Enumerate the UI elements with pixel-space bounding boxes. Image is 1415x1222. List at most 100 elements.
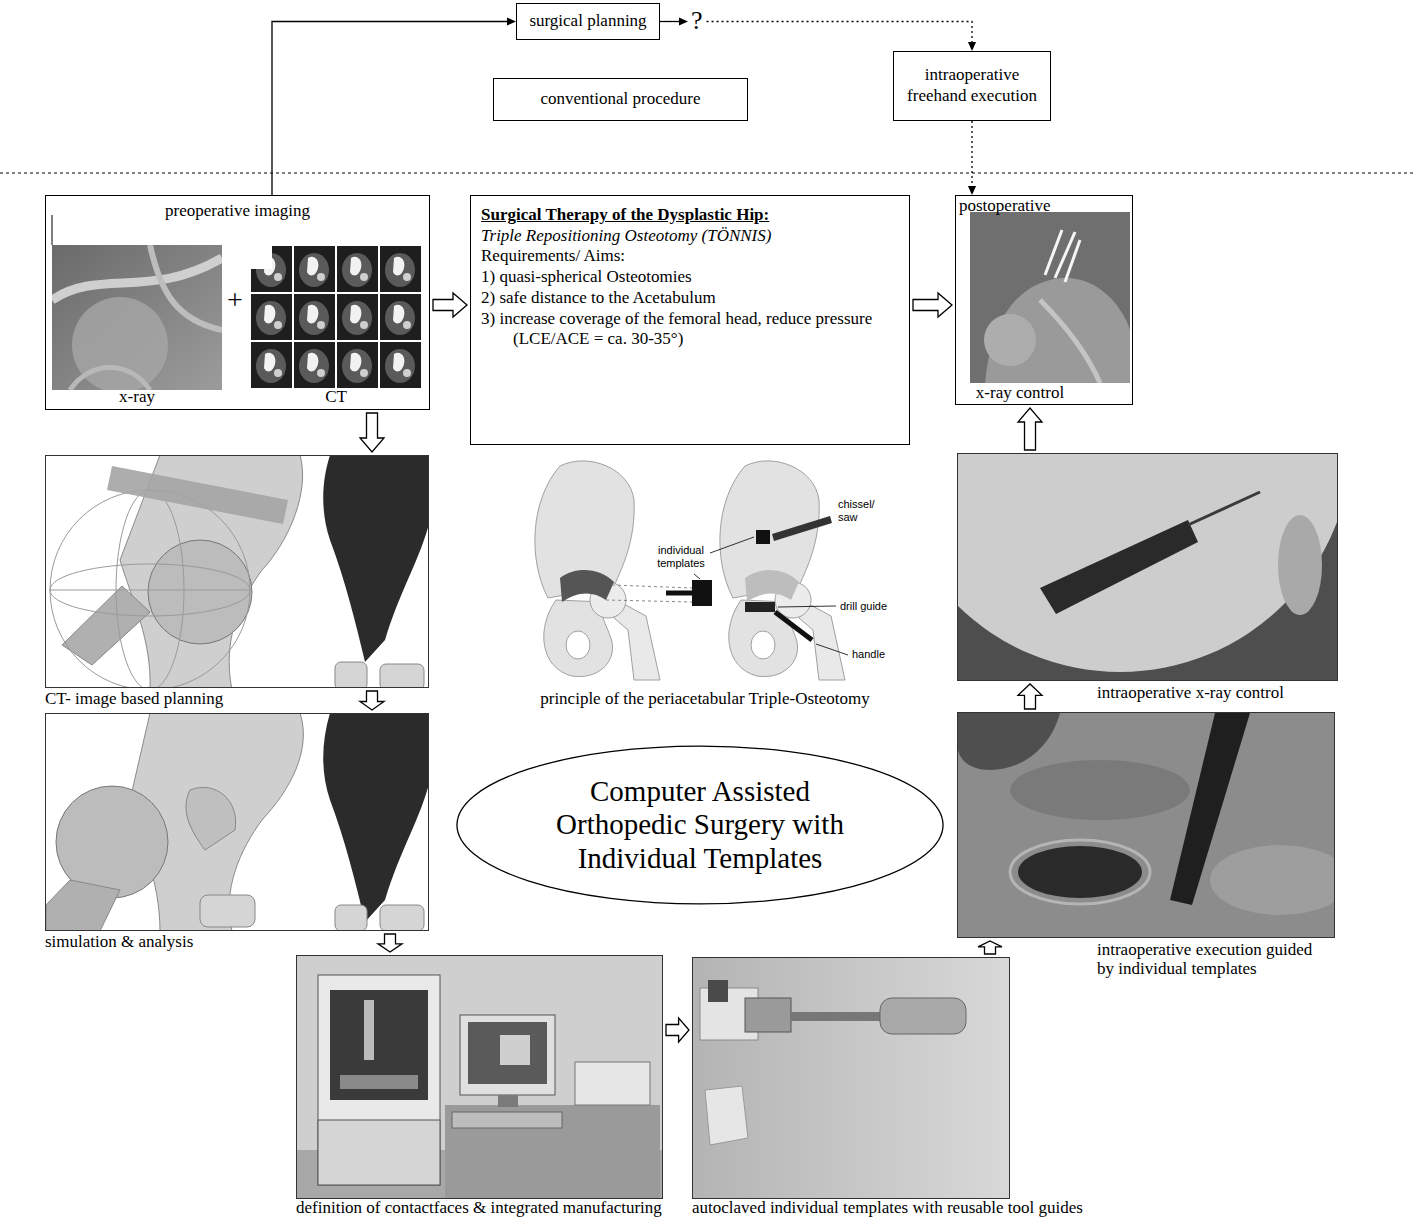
postop-xray-image [1055,232,1075,278]
panel-caption: intraoperative execution guided by indiv… [1097,941,1325,978]
simulation-render [323,714,428,922]
xray-control-image [1188,492,1260,525]
ellipse-outline [457,746,943,904]
imaging-box: postoperative x-ray control [955,195,1133,405]
xray-image [52,258,222,300]
manufacturing-photo [445,1105,660,1198]
ct-slices [337,342,378,388]
ct-planning-render [148,540,252,644]
xray-image [52,245,222,390]
ct-slices [250,245,272,269]
ct-slices [380,294,421,340]
process-box: surgical planning [516,3,660,40]
connector [968,121,976,195]
list-item: 3) increase coverage of the femoral head… [481,309,899,350]
templates-photo [693,958,1009,1198]
box-label: intraoperative freehand execution [898,65,1046,106]
surgery-photo [1170,713,1250,905]
image-caption: x-ray control [959,383,1081,404]
process-box: intraoperative freehand execution [893,51,1051,121]
manufacturing-photo [318,975,440,1185]
templates-photo [705,1086,748,1145]
osteotomy-principle-drawing [535,461,848,680]
osteotomy-principle-drawing [710,537,754,553]
xray-control-image [958,454,1337,680]
postop-xray-image [984,314,1036,366]
connector [1018,684,1042,709]
panel-caption: simulation & analysis [45,933,193,952]
panel-caption: definition of contactfaces & integrated … [296,1199,662,1218]
connector [433,293,467,317]
panel-caption: CT- image based planning [45,690,223,709]
plus-sign: + [227,284,243,316]
arrow-head [968,186,976,195]
image-panel: intraoperative execution guided by indiv… [957,712,1335,938]
osteotomy-principle-drawing [775,612,812,640]
manufacturing-photo [318,1120,440,1185]
panel-caption: intraoperative x-ray control [1097,684,1284,703]
osteotomy-principle-drawing [692,580,712,606]
connector-line [707,22,972,45]
list-item: 2) safe distance to the Acetabulum [481,288,899,309]
ct-planning-render [50,590,250,591]
simulation-render [380,905,424,930]
ct-slices [251,342,292,388]
block-arrow [360,691,384,710]
ct-slices [337,246,378,292]
xray-control-image [958,454,1337,672]
ct-slices [251,246,292,292]
postop-xray-image [1065,240,1080,282]
surgery-photo [1010,840,1150,904]
connector [913,293,952,317]
simulation-render [200,895,255,927]
postop-xray-image [1040,300,1100,383]
arrow-head [679,17,688,25]
hip-drawing [560,570,614,602]
manufacturing-photo [468,1022,547,1084]
part-label: handle [852,648,885,661]
ct-planning-render [380,664,424,687]
connector [360,413,384,452]
manufacturing-photo [460,1015,555,1095]
image-caption: x-ray [52,387,222,408]
templates-photo [790,1012,882,1021]
osteotomy-principle-drawing [666,591,692,596]
image-panel: autoclaved individual templates with reu… [692,957,1010,1199]
connector-line [272,22,509,196]
postop-xray-image [985,278,1130,383]
manufacturing-photo [340,1075,418,1089]
xray-control-image [1278,515,1322,615]
figure-caption: principle of the periacetabular Triple-O… [510,689,900,709]
osteotomy-principle-drawing [756,530,770,544]
xray-image [150,245,222,330]
osteotomy-principle-drawing [778,606,836,607]
connector [272,17,516,195]
osteotomy-principle-drawing [745,602,775,612]
box-heading: postoperative [959,196,1051,217]
hip-drawing [566,631,590,659]
connector-line [660,21,681,22]
block-arrow [433,293,467,317]
ct-slices [251,294,292,340]
part-label: chissel/ saw [838,498,882,523]
hip-drawing [745,570,799,602]
ct-slices [250,245,421,388]
image-panel: definition of contactfaces & integrated … [296,955,663,1199]
block-arrow [913,293,952,317]
manufacturing-photo [498,1095,518,1107]
image-panel: simulation & analysis [45,713,429,931]
image-panel: CT- image based planning [45,455,429,688]
connector [378,934,402,952]
block-arrow [1018,408,1042,450]
hip-drawing [614,602,660,680]
block-arrow [978,941,1002,954]
simulation-render [46,714,428,930]
xray-image [70,368,150,391]
ellipse-text: Computer Assisted Orthopedic Surgery wit… [535,775,865,875]
part-label: drill guide [840,600,887,613]
title-ellipse: Computer Assisted Orthopedic Surgery wit… [455,745,945,905]
manufacturing-photo [297,956,662,1198]
manufacturing-photo [364,1000,374,1060]
